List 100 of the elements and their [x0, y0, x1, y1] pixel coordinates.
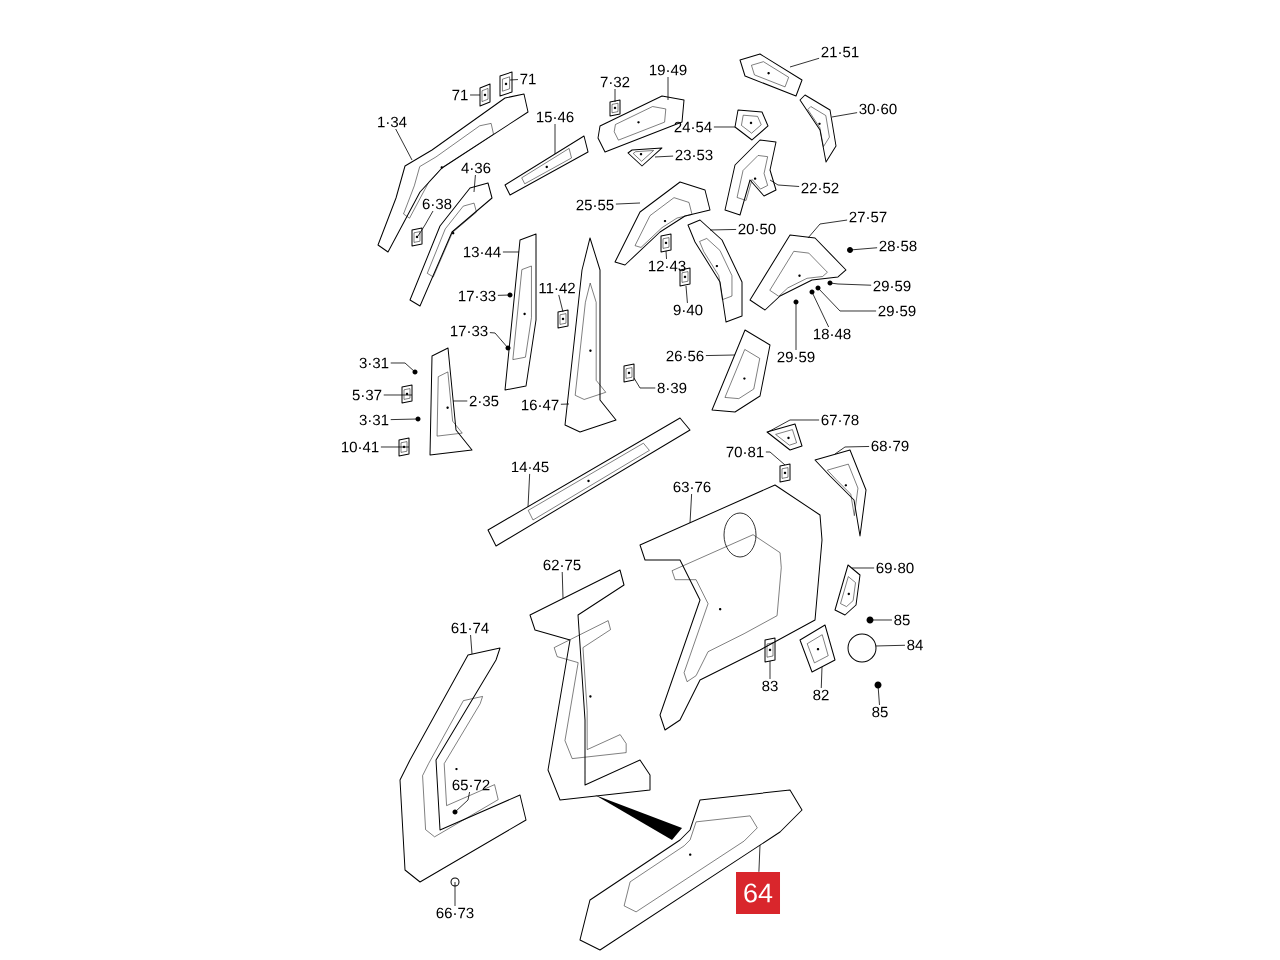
leader-line [767, 419, 820, 433]
fastener [505, 345, 511, 351]
body-panel [749, 234, 847, 311]
leader-line [509, 79, 519, 81]
fuel-lid [847, 633, 877, 663]
leader-line [470, 634, 473, 655]
callout-number: 82 [813, 689, 829, 701]
callout-number: 26·56 [666, 350, 704, 362]
leader-line [689, 493, 692, 524]
callout-number: 66·73 [436, 907, 474, 919]
leader-line [390, 418, 419, 420]
callout-number: 65·72 [452, 779, 490, 791]
callout-number: 14·45 [511, 461, 549, 473]
callout-number: 13·44 [463, 246, 501, 258]
leader-line [665, 250, 667, 260]
callout-number: 62·75 [543, 559, 581, 571]
callout-number: 17·33 [458, 290, 496, 302]
callout-number: 70·81 [726, 446, 764, 458]
leader-line [811, 291, 830, 328]
callout-number: 25·55 [576, 199, 614, 211]
callout-number: 29·59 [878, 305, 916, 317]
callout-number: 67·78 [821, 414, 859, 426]
callout-number: 64 [736, 872, 780, 914]
leader-line [851, 567, 875, 569]
fastener [415, 416, 421, 422]
callout-number: 18·48 [813, 328, 851, 340]
body-panel [834, 564, 861, 616]
leader-line [709, 229, 737, 231]
callout-number: 9·40 [673, 304, 703, 316]
leader-line [705, 354, 736, 356]
callout-number: 61·74 [451, 622, 489, 634]
leader-line [473, 174, 476, 193]
leader-line [390, 362, 416, 373]
callout-number: 11·42 [539, 282, 575, 294]
callout-number: 10·41 [341, 441, 379, 453]
fastener [866, 616, 874, 624]
body-panel [779, 463, 791, 483]
body-panel [399, 647, 527, 883]
body-panel [504, 135, 589, 196]
callout-number: 7·32 [600, 76, 630, 88]
leader-line [807, 219, 848, 239]
body-panel [724, 139, 777, 216]
body-panel [764, 637, 776, 663]
leader-line [554, 123, 556, 155]
callout-number: 85 [894, 614, 910, 626]
leader-line [561, 571, 564, 599]
callout-number: 6·38 [422, 198, 452, 210]
callout-number: 20·50 [738, 223, 776, 235]
body-panel [799, 94, 837, 163]
callout-number: 69·80 [876, 562, 914, 574]
leader-line [417, 210, 434, 237]
body-panel [557, 309, 569, 329]
callout-number: 3·31 [359, 357, 389, 369]
callout-number: 8·39 [657, 382, 687, 394]
callout-number: 17·33 [450, 325, 488, 337]
leader-line [560, 403, 570, 405]
callout-number: 85 [872, 706, 888, 718]
callout-number: 29·59 [873, 280, 911, 292]
leader-line [849, 247, 878, 251]
callout-number: 24·54 [674, 121, 712, 133]
body-panel [739, 53, 803, 97]
body-panel [623, 363, 635, 383]
body-panel [734, 109, 769, 141]
callout-number: 12·43 [648, 260, 686, 272]
callout-number: 16·47 [521, 399, 559, 411]
leader-line [489, 332, 509, 349]
body-panel [627, 147, 663, 167]
callout-number: 63·76 [673, 481, 711, 493]
fastener [815, 285, 821, 291]
body-panel [398, 437, 410, 457]
callout-number: 29·59 [777, 351, 815, 363]
leader-line [527, 473, 531, 508]
leader-line [497, 294, 511, 296]
body-panel [411, 227, 423, 247]
leader-line [831, 112, 858, 118]
fastener [450, 877, 460, 887]
callout-number: 19·49 [649, 64, 687, 76]
body-panel [579, 789, 803, 951]
callout-number: 22·52 [801, 182, 839, 194]
callout-number: 21·51 [821, 46, 859, 58]
body-panel [499, 71, 513, 97]
callout-number: 68·79 [871, 440, 909, 452]
callout-number: 2·35 [469, 395, 499, 407]
leader-line [454, 791, 470, 813]
callout-number: 4·36 [461, 162, 491, 174]
leader-line [820, 666, 823, 689]
leader-line [383, 394, 413, 396]
callout-number: 23·53 [675, 149, 713, 161]
leader-line [380, 446, 410, 448]
callout-number: 27·57 [849, 211, 887, 223]
callout-number: 5·37 [352, 389, 382, 401]
callout-number: 30·60 [859, 103, 897, 115]
callout-number: 28·58 [879, 240, 917, 252]
body-panel [504, 233, 537, 391]
leader-line [769, 660, 771, 680]
leader-line [614, 88, 616, 103]
leader-line [829, 282, 872, 286]
fastener [809, 289, 815, 295]
fastener [507, 292, 513, 298]
fastener [452, 809, 458, 815]
